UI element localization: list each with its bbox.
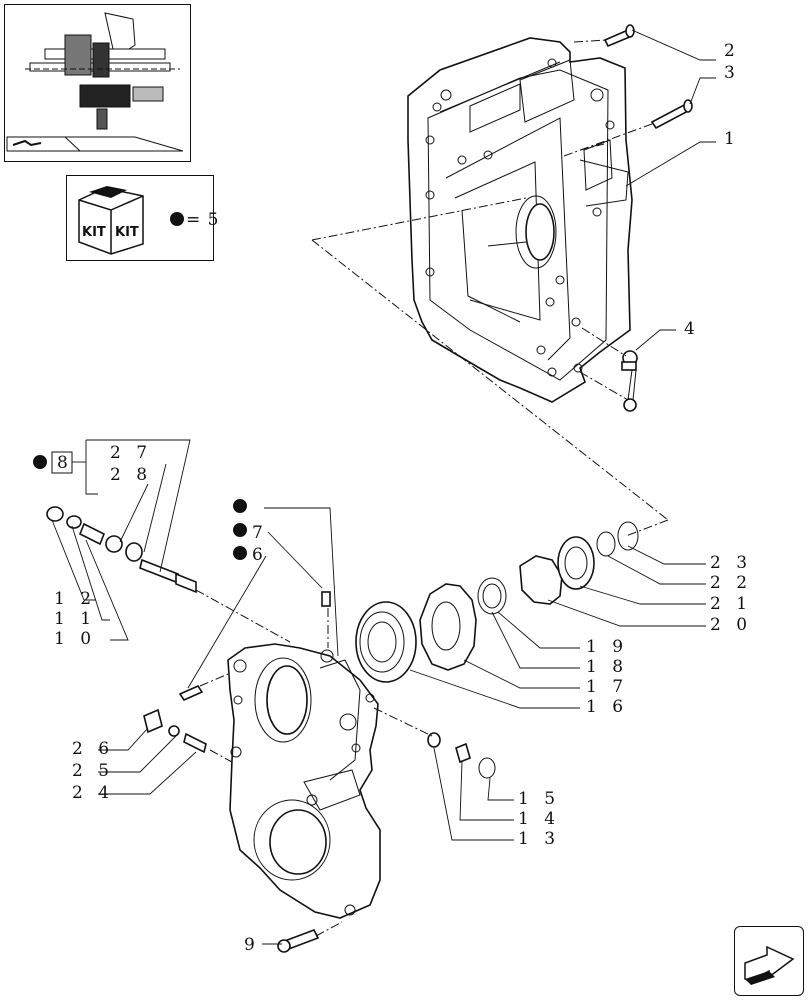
callout-12: 1 2	[54, 589, 96, 609]
leader-lines	[51, 29, 716, 945]
bearing-part-21[interactable]	[557, 536, 595, 590]
next-page-button[interactable]	[734, 926, 804, 996]
gear-part-20[interactable]	[519, 555, 563, 605]
callout-2: 2	[724, 41, 740, 61]
callout-27: 2 7	[110, 443, 152, 463]
assembly-thumbnail-icon	[6, 12, 184, 152]
kit-equals-label: = 5	[186, 210, 219, 230]
callout-15: 1 5	[518, 789, 560, 809]
kit-bullets	[233, 499, 247, 560]
callout-4: 4	[684, 319, 700, 339]
spacer-part-22[interactable]	[596, 531, 616, 557]
callout-14: 1 4	[518, 809, 560, 829]
callout-1: 1	[724, 129, 740, 149]
callout-22: 2 2	[710, 573, 752, 593]
kit-bullet-icon	[233, 546, 247, 560]
callout-13: 1 3	[518, 829, 560, 849]
kit-bullet-icon	[170, 212, 184, 226]
kit-bullet-icon	[233, 523, 247, 537]
callout-28: 2 8	[110, 465, 152, 485]
callout-26: 2 6	[72, 739, 114, 759]
bolt-part-9[interactable]	[277, 928, 320, 953]
kit-box-icon: KIT KIT	[78, 186, 144, 255]
kit-reference-8: 8	[33, 451, 86, 474]
callout-19: 1 9	[586, 637, 628, 657]
gear-part-17[interactable]	[419, 583, 477, 671]
callout-11: 1 1	[54, 609, 96, 629]
kit-label-left: KIT	[82, 225, 106, 240]
bolt-part-3[interactable]	[650, 99, 693, 130]
callout-7: 7	[252, 523, 268, 543]
callout-24: 2 4	[72, 783, 114, 803]
callout-9: 9	[244, 935, 260, 955]
next-page-arrow-icon	[744, 945, 795, 985]
bolt-part-2[interactable]	[603, 24, 635, 48]
callout-16: 1 6	[586, 697, 628, 717]
front-cover[interactable]	[227, 643, 381, 919]
sensor-part-4[interactable]	[621, 350, 638, 412]
housing-part-1[interactable]	[407, 37, 633, 403]
callout-20: 2 0	[710, 615, 752, 635]
callout-23: 2 3	[710, 553, 752, 573]
kit-label-right: KIT	[115, 225, 139, 240]
assembly-thumbnail[interactable]	[4, 4, 191, 162]
axis-lines	[195, 39, 669, 937]
kit-legend-box: KIT KIT = 5	[66, 175, 218, 261]
pin-part-7[interactable]	[321, 591, 331, 607]
callout-8: 8	[57, 453, 68, 473]
dowel-part-6[interactable]	[178, 684, 204, 702]
callout-18: 1 8	[586, 657, 628, 677]
callout-25: 2 5	[72, 761, 114, 781]
ring-part-18[interactable]	[477, 577, 507, 615]
bearing-part-16[interactable]	[355, 601, 417, 683]
callout-3: 3	[724, 63, 740, 83]
callout-17: 1 7	[586, 677, 628, 697]
callout-21: 2 1	[710, 594, 752, 614]
plug-assembly[interactable]	[143, 708, 207, 754]
callout-6: 6	[252, 545, 268, 565]
kit-bullet-icon	[33, 455, 47, 469]
detent-assembly[interactable]	[46, 506, 197, 594]
callout-10: 1 0	[54, 629, 96, 649]
snap-ring-part-23[interactable]	[617, 521, 639, 551]
kit-bullet-icon	[233, 499, 247, 513]
callout-labels: 2 3 1 4 2 3 2 2 2 1 2 0 1 9 1 8 1 7 1 6 …	[54, 41, 752, 955]
seal-assembly[interactable]	[427, 732, 496, 779]
